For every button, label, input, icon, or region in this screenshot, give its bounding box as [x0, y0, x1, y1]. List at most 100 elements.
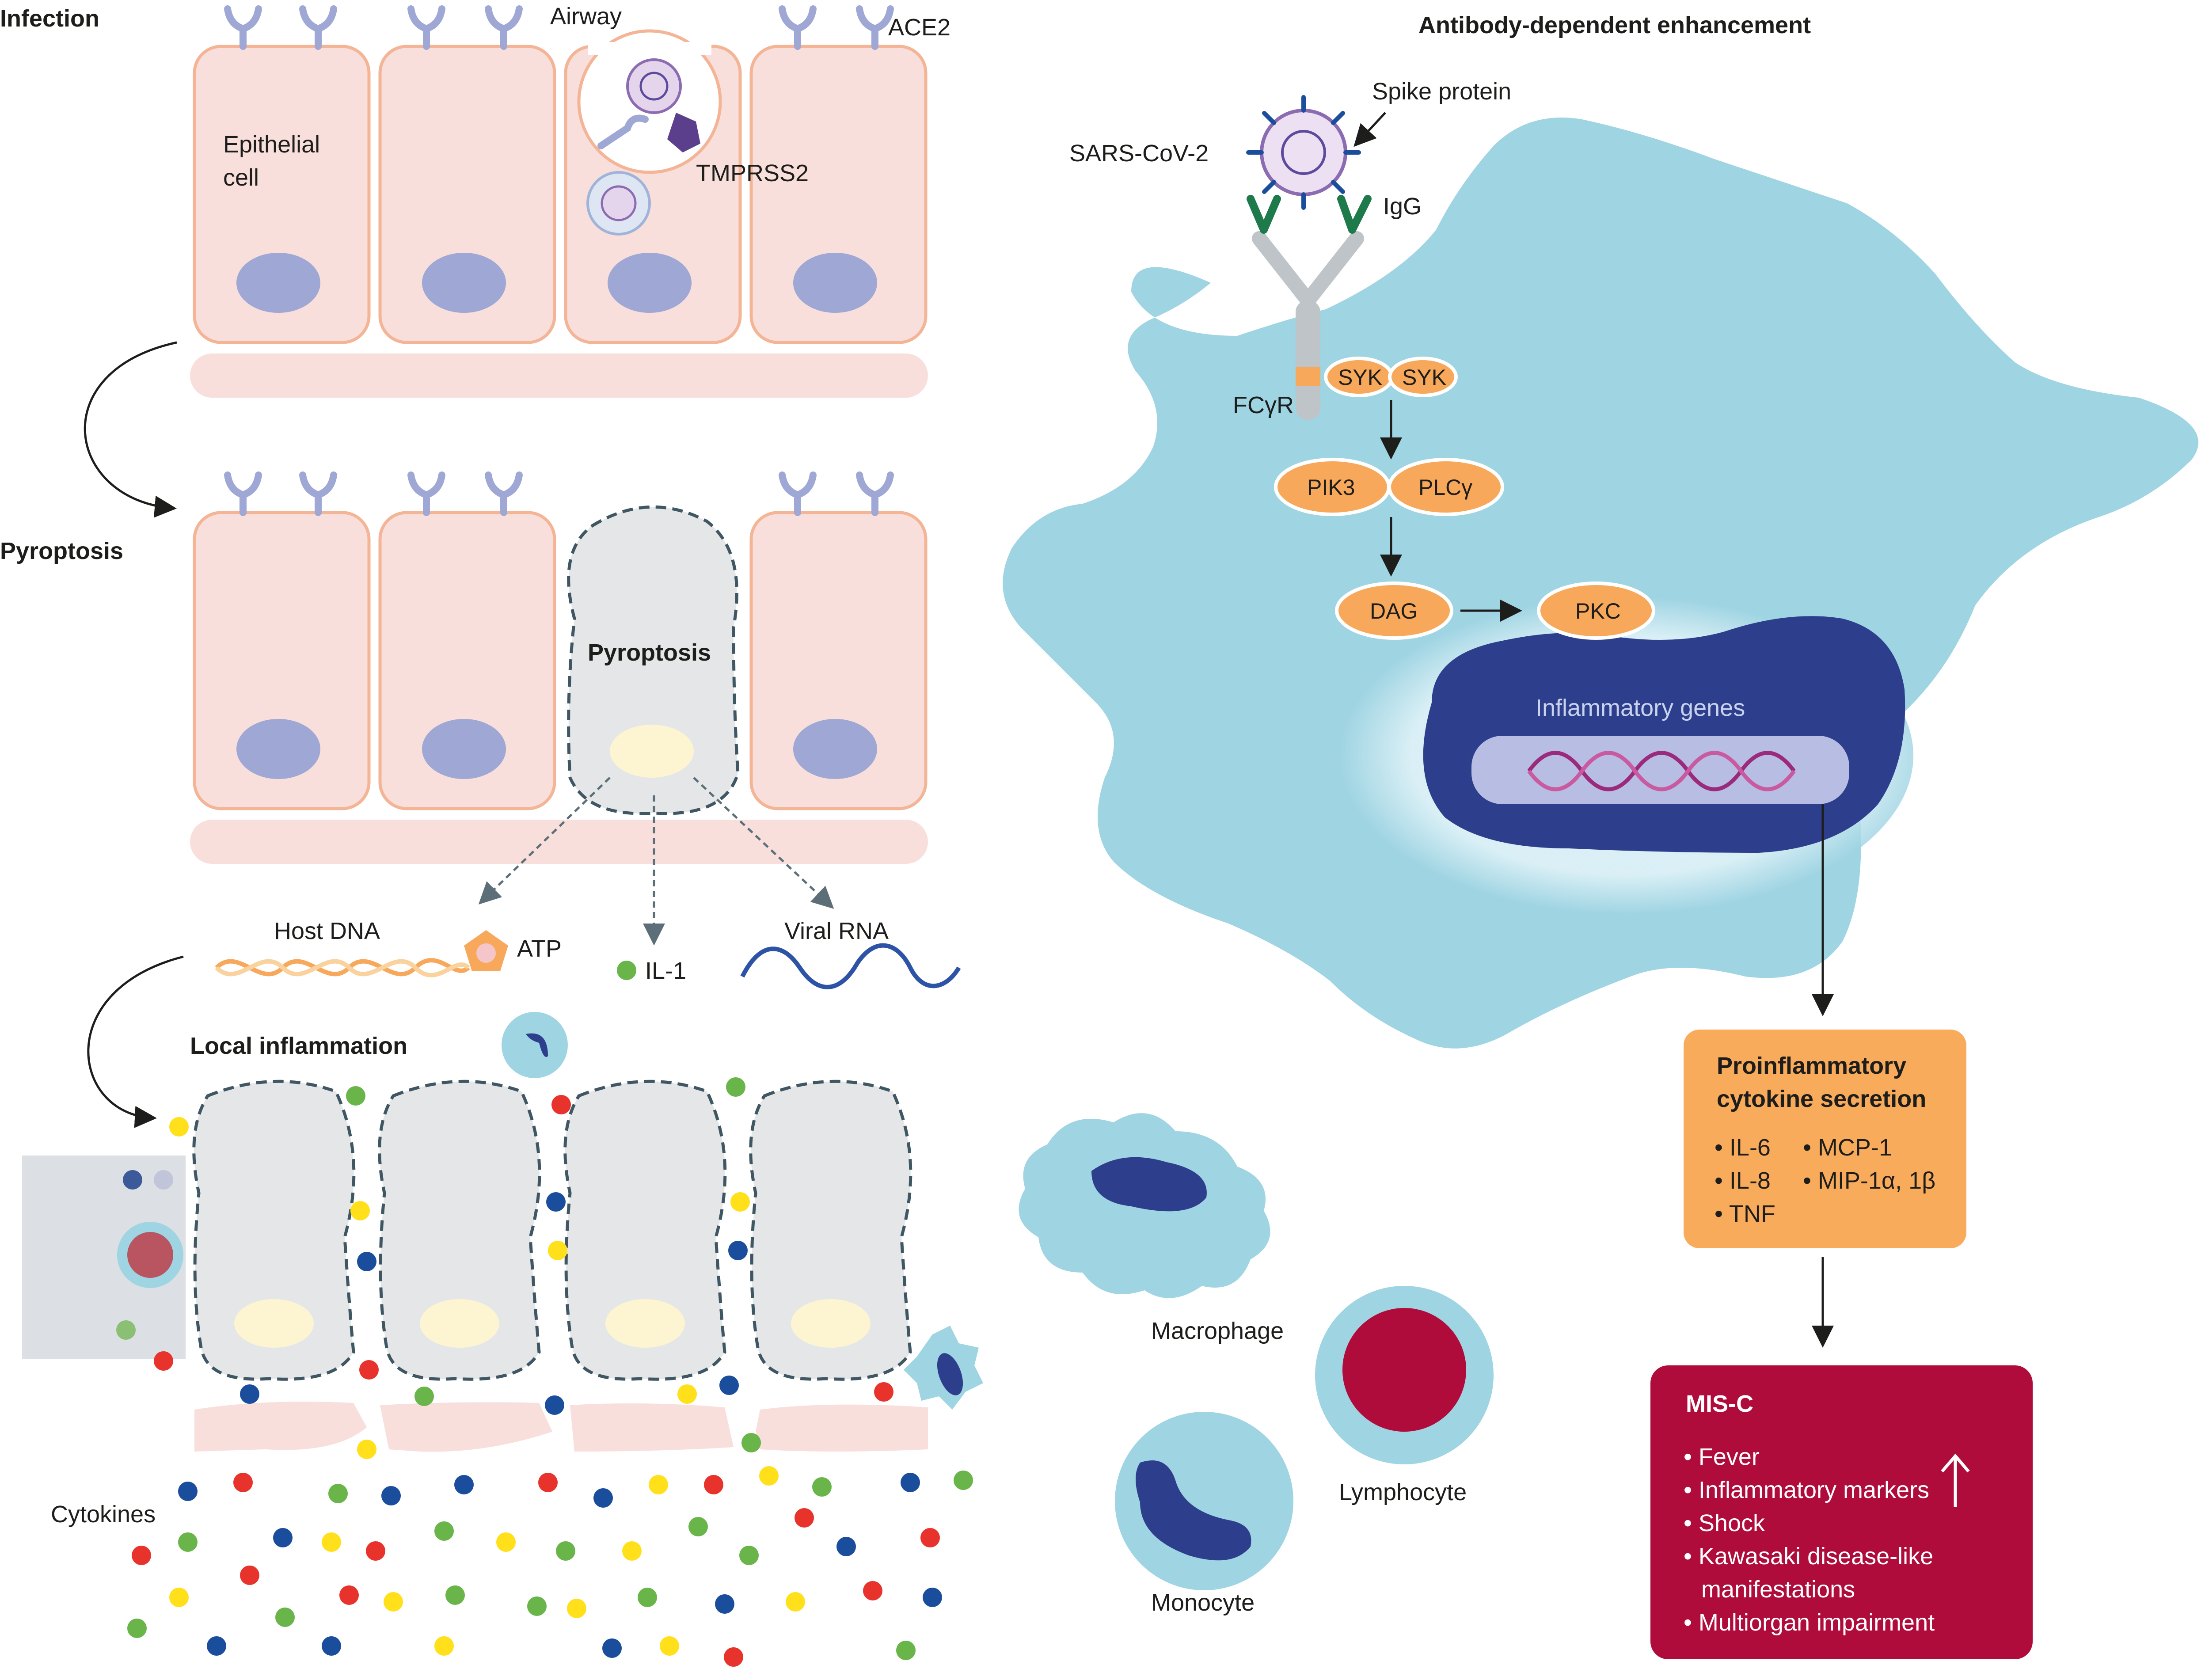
plcg-label: PLCγ	[1418, 475, 1472, 500]
atp-label: ATP	[517, 935, 562, 962]
damaged-cell	[563, 1079, 727, 1381]
blood-vessel-inset	[22, 1155, 186, 1359]
pkc-label: PKC	[1575, 599, 1621, 623]
nucleus	[236, 719, 320, 779]
transition-arrow-1	[84, 341, 177, 518]
sars-cov2-label: SARS-CoV-2	[1069, 140, 1209, 167]
damaged-cell	[192, 1079, 356, 1381]
plcg-node	[1388, 458, 1504, 516]
broken-membrane	[194, 1402, 367, 1452]
nucleus	[422, 719, 506, 779]
fcgr-label: FCγR	[1233, 392, 1294, 418]
monocyte-icon	[1115, 1412, 1293, 1590]
damaged-cell	[378, 1079, 541, 1381]
cytokine-item: • MIP-1α, 1β	[1803, 1167, 1935, 1194]
release-arrow-dna	[478, 777, 611, 905]
virus-internalized-icon	[586, 171, 651, 236]
nucleus-fragment	[605, 1299, 685, 1348]
cytokine-item: • MCP-1	[1803, 1134, 1892, 1161]
epithelial-cell-label-2: cell	[223, 164, 259, 191]
nucleus	[422, 253, 506, 313]
pyroptosis-side-label: Pyroptosis	[0, 538, 123, 564]
ace2-receptors-top	[224, 5, 894, 50]
macrophage-icon	[1019, 1113, 1270, 1298]
epithelial-cell-label: Epithelial	[223, 131, 320, 158]
cytokine-item: • IL-8	[1715, 1167, 1771, 1194]
ace2-label: ACE2	[888, 14, 950, 41]
atp-icon	[464, 930, 508, 971]
mis-c-title: MIS-C	[1686, 1391, 1753, 1417]
immune-cell-icon	[502, 1012, 568, 1078]
increase-arrow-icon	[1941, 1453, 1970, 1507]
nucleus-fragment	[610, 725, 694, 778]
il1-dot-icon	[617, 961, 636, 980]
macrophage-label: Macrophage	[1151, 1318, 1284, 1344]
pyroptosis-cell-label: Pyroptosis	[588, 639, 711, 666]
airway-label: Airway	[550, 3, 622, 30]
epithelial-cell	[749, 511, 928, 810]
pik3-label: PIK3	[1307, 475, 1355, 500]
cytokines-label: Cytokines	[51, 1501, 156, 1528]
damaged-cell	[749, 1079, 912, 1381]
macrophage-nucleus	[1423, 616, 1905, 853]
igg-label: IgG	[1383, 193, 1422, 220]
dag-label: DAG	[1370, 599, 1418, 623]
nucleus-fragment	[420, 1299, 499, 1348]
pkc-node	[1537, 582, 1655, 640]
cytokine-dots	[154, 1077, 893, 1459]
mis-c-box	[1650, 1365, 2033, 1659]
syk-label: SYK	[1402, 365, 1446, 390]
epithelial-cell	[193, 45, 371, 344]
host-dna-label: Host DNA	[274, 918, 380, 944]
host-dna-icon	[215, 958, 470, 977]
il1-label: IL-1	[645, 958, 686, 984]
epithelial-cell-row-top	[190, 29, 928, 398]
syk-label: SYK	[1338, 365, 1382, 390]
lymphocyte-icon	[1315, 1286, 1494, 1464]
nucleus-fragment	[234, 1299, 314, 1348]
mis-c-item: • Shock	[1684, 1510, 1765, 1536]
epithelial-cell	[193, 511, 371, 810]
cytokine-field	[127, 1466, 973, 1667]
mis-c-item: • Inflammatory markers	[1684, 1477, 1929, 1503]
monocyte-label: Monocyte	[1151, 1589, 1255, 1616]
spike-arrow	[1353, 112, 1386, 147]
mis-c-item: • Fever	[1684, 1444, 1760, 1470]
nucleus	[793, 719, 877, 779]
nucleus	[236, 253, 320, 313]
igg-antibody-icon	[1247, 195, 1372, 420]
dag-node	[1335, 582, 1453, 640]
basement-membrane	[190, 820, 928, 864]
viral-rna-label: Viral RNA	[784, 918, 889, 944]
mis-c-item: manifestations	[1701, 1576, 1855, 1603]
lymphocyte-label: Lymphocyte	[1339, 1479, 1467, 1505]
cytokine-secretion-box	[1684, 1030, 1966, 1248]
epithelial-cell	[749, 45, 928, 344]
infection-label: Infection	[0, 5, 99, 32]
mis-c-item: • Kawasaki disease-like	[1684, 1543, 1933, 1570]
cytokine-item: • IL-6	[1715, 1134, 1771, 1161]
cytokine-item: • TNF	[1715, 1201, 1775, 1227]
nucleus	[608, 253, 692, 313]
epithelial-cell-row-middle	[190, 505, 928, 864]
small-macrophage-icon	[904, 1326, 983, 1410]
broken-membrane	[570, 1403, 734, 1452]
epithelial-cell-row-bottom	[192, 1079, 928, 1452]
gene-dna-icon	[1527, 751, 1796, 791]
spike-protein-label: Spike protein	[1372, 78, 1511, 105]
cytokine-box-title-2: cytokine secretion	[1717, 1086, 1926, 1112]
syk-node	[1388, 357, 1458, 397]
sars-cov2-virus-icon	[1246, 95, 1361, 210]
pyroptotic-cell	[567, 505, 740, 815]
broken-membrane	[756, 1404, 928, 1452]
ace2-receptors-middle	[224, 471, 894, 516]
transition-arrow-2	[87, 955, 184, 1128]
nucleus-fragment	[791, 1299, 871, 1348]
inflammatory-genes-label: Inflammatory genes	[1536, 695, 1745, 721]
broken-membrane	[380, 1402, 552, 1452]
virus-entering-icon	[597, 58, 700, 152]
cytokine-box-title: Proinflammatory	[1717, 1053, 1906, 1079]
basement-membrane	[190, 353, 928, 398]
tmprss2-label: TMPRSS2	[696, 160, 809, 186]
